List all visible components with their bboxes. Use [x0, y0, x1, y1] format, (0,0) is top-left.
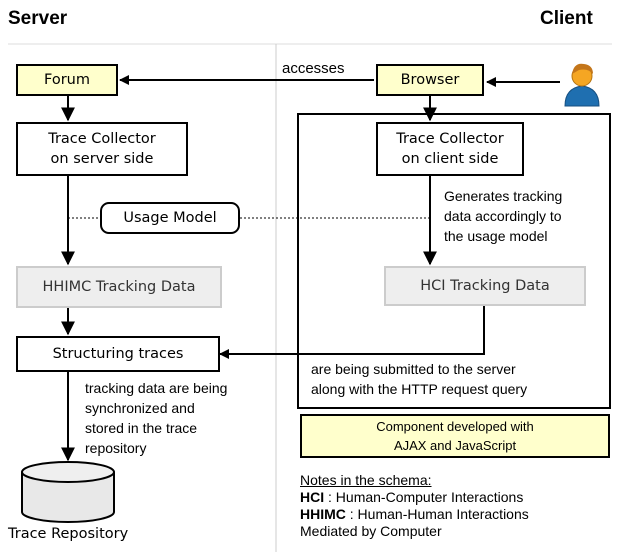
- generates-line2: data accordingly to: [444, 208, 562, 224]
- hci-to-structuring-arrow: [219, 306, 485, 359]
- client-component-frame: [297, 113, 611, 409]
- synchronized-line1: tracking data are being: [85, 380, 228, 396]
- trace-collector-server-line1: Trace Collector: [48, 131, 156, 147]
- synchronized-line3: stored in the trace: [85, 420, 198, 436]
- browser-node: Browser: [376, 64, 484, 96]
- note-hci-def: : Human-Computer Interactions: [324, 489, 524, 505]
- trace-collector-client-line1: Trace Collector: [396, 131, 504, 147]
- trace-collector-server-line2: on server side: [50, 151, 154, 167]
- trace-repository-label: Trace Repository: [8, 526, 129, 542]
- submitted-label: are being submitted to the server along …: [311, 359, 527, 399]
- usage-model-node: Usage Model: [100, 202, 240, 234]
- client-heading: Client: [540, 8, 593, 29]
- user-icon: [564, 63, 600, 107]
- note-hhimc: HHIMC : Human-Human Interactions: [300, 506, 529, 523]
- generates-label: Generates tracking data accordingly to t…: [444, 186, 563, 246]
- server-heading: Server: [8, 8, 68, 29]
- notes-title: Notes in the schema:: [300, 472, 432, 488]
- synchronized-line4: repository: [85, 440, 147, 456]
- notes-block: Notes in the schema: HCI : Human-Compute…: [300, 472, 529, 540]
- generates-line3: the usage model: [444, 228, 548, 244]
- note-hci: HCI : Human-Computer Interactions: [300, 489, 529, 506]
- component-legend-line1: Component developed with: [376, 419, 534, 434]
- generates-line1: Generates tracking: [444, 188, 563, 204]
- note-hhimc-line2: Mediated by Computer: [300, 523, 442, 539]
- submitted-line1: are being submitted to the server: [311, 361, 516, 377]
- submitted-line2: along with the HTTP request query: [311, 381, 528, 397]
- forum-node: Forum: [16, 64, 118, 96]
- trace-repository-cylinder: [21, 461, 115, 523]
- accesses-label: accesses: [282, 60, 345, 77]
- hci-tracking-data-node: HCI Tracking Data: [384, 266, 586, 306]
- note-hhimc-abbr: HHIMC: [300, 506, 346, 522]
- structuring-traces-node: Structuring traces: [16, 336, 220, 372]
- hhimc-tracking-data-node: HHIMC Tracking Data: [16, 266, 222, 308]
- note-hci-abbr: HCI: [300, 489, 325, 505]
- trace-collector-client-line2: on client side: [401, 151, 499, 167]
- component-legend-box: Component developed with AJAX and JavaSc…: [300, 414, 610, 458]
- synchronized-label: tracking data are being synchronized and…: [85, 378, 227, 458]
- note-hhimc-def: : Human-Human Interactions: [345, 506, 529, 522]
- synchronized-line2: synchronized and: [85, 400, 195, 416]
- component-legend-line2: AJAX and JavaScript: [393, 438, 517, 453]
- trace-collector-client-node: Trace Collector on client side: [376, 122, 524, 176]
- trace-collector-server-node: Trace Collector on server side: [16, 122, 188, 176]
